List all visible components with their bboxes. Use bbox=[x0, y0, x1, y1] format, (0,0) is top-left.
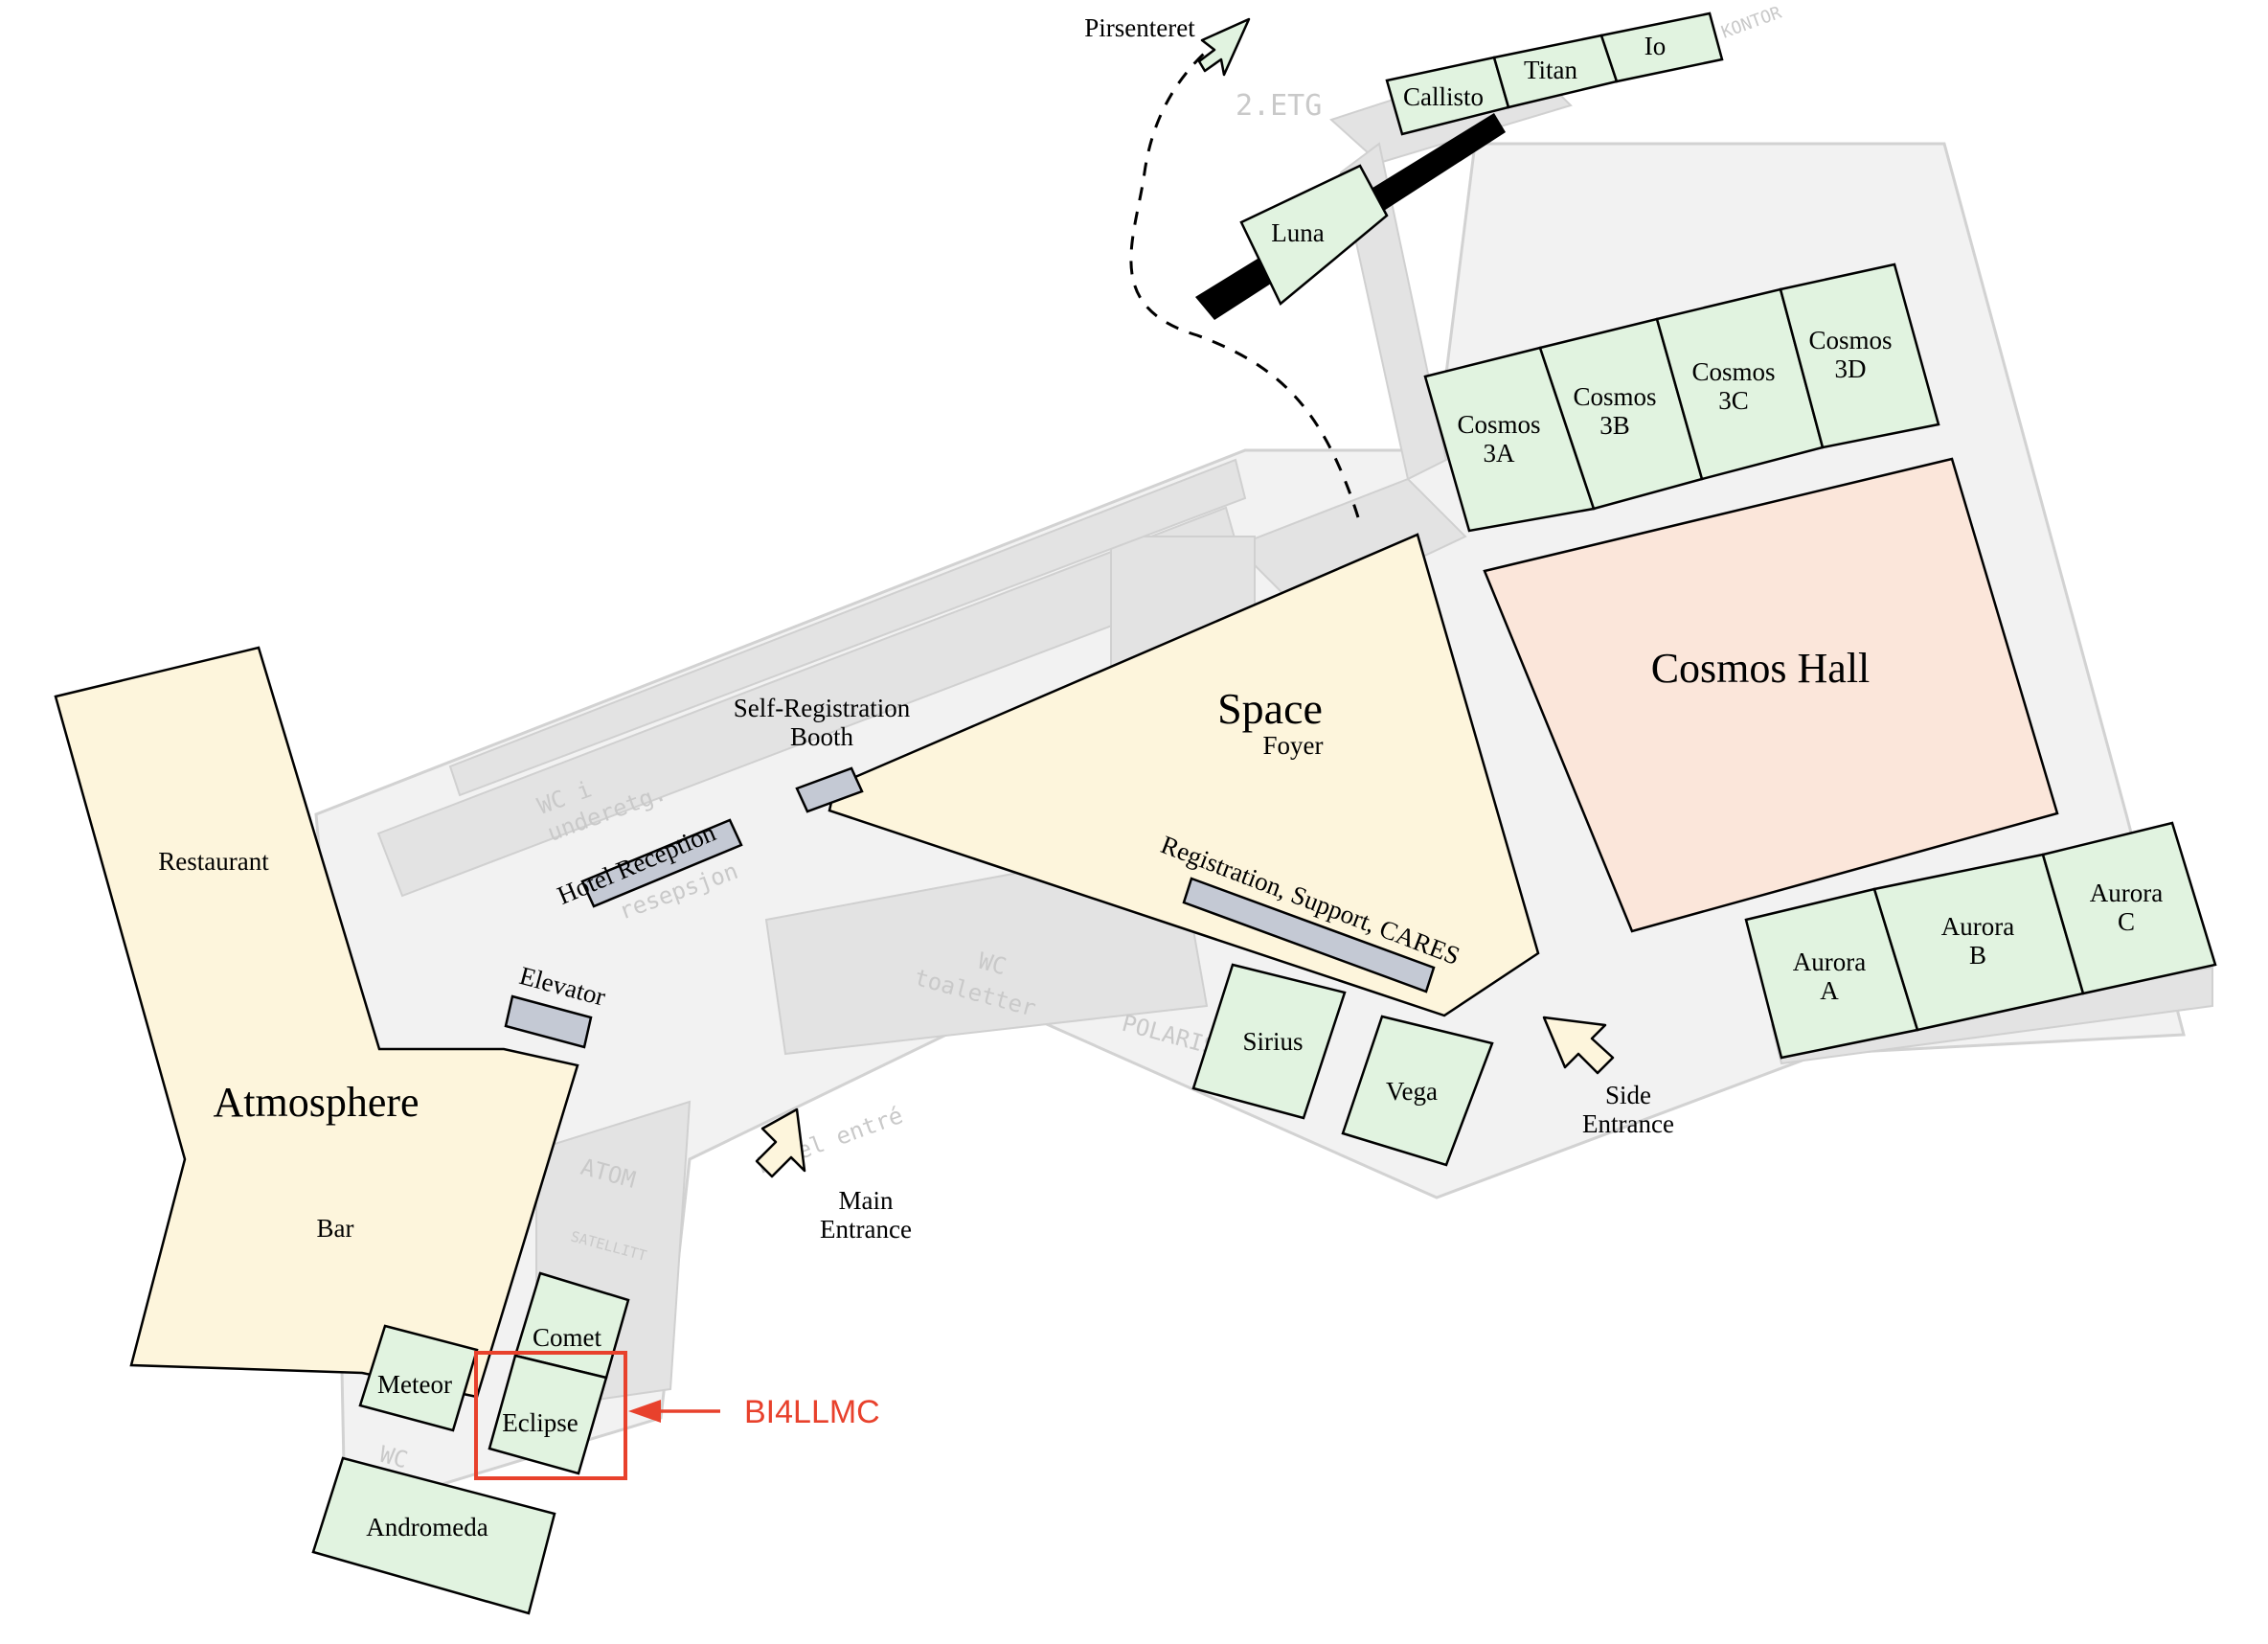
meteor-label: Meteor bbox=[377, 1370, 452, 1399]
titan-room[interactable]: Titan bbox=[1492, 34, 1619, 109]
restaurant-label: Restaurant bbox=[158, 847, 269, 876]
floor-2-label: 2.ETG bbox=[1236, 89, 1322, 123]
main-entrance-arrow bbox=[755, 1107, 806, 1178]
eclipse-highlight-box bbox=[474, 1351, 627, 1480]
cosmos-hall-label: Cosmos Hall bbox=[1651, 645, 1871, 692]
bi4llmc-annotation: BI4LLMC bbox=[474, 1351, 880, 1480]
comet-label: Comet bbox=[533, 1323, 601, 1352]
sirius-label: Sirius bbox=[1242, 1027, 1303, 1056]
space-label: Space bbox=[1217, 684, 1323, 733]
eclipse-room[interactable]: Eclipse bbox=[488, 1354, 608, 1475]
kontor-label: KONTOR bbox=[1719, 3, 1784, 43]
bar-label: Bar bbox=[317, 1214, 354, 1243]
pirsenteret-label: Pirsenteret bbox=[1084, 13, 1195, 42]
vega-room[interactable]: Vega bbox=[1341, 1015, 1494, 1167]
meteor-room[interactable]: Meteor bbox=[358, 1324, 479, 1432]
counters bbox=[504, 766, 1436, 1049]
callisto-room[interactable]: Callisto bbox=[1385, 56, 1510, 136]
andromeda-room[interactable]: Andromeda bbox=[311, 1456, 556, 1615]
luna-room[interactable]: Luna bbox=[1239, 164, 1389, 306]
registration-desk[interactable] bbox=[1182, 877, 1436, 993]
atmosphere-label: Atmosphere bbox=[213, 1079, 419, 1126]
andromeda-label: Andromeda bbox=[366, 1513, 488, 1541]
elevator[interactable] bbox=[504, 994, 593, 1049]
eclipse-label: Eclipse bbox=[502, 1408, 578, 1437]
bi4llmc-label: BI4LLMC bbox=[744, 1394, 880, 1430]
foyer-label: Foyer bbox=[1263, 731, 1324, 760]
luna-label: Luna bbox=[1271, 218, 1324, 247]
space-foyer-area[interactable]: Space Foyer bbox=[828, 533, 1540, 1017]
cosmos-hall[interactable]: Cosmos Hall bbox=[1483, 457, 2059, 933]
annotation-arrow-head bbox=[628, 1400, 661, 1423]
cosmos-3d-room[interactable] bbox=[1779, 263, 1940, 449]
io-label: Io bbox=[1644, 32, 1667, 60]
hotel-reception-desk[interactable] bbox=[580, 818, 743, 908]
vega-label: Vega bbox=[1386, 1077, 1438, 1106]
io-room[interactable]: Io bbox=[1599, 11, 1724, 83]
callisto-label: Callisto bbox=[1403, 82, 1484, 111]
pirsenteret-path bbox=[1129, 42, 1360, 518]
atmosphere-area[interactable]: Atmosphere Restaurant Bar bbox=[54, 646, 579, 1399]
side-entrance-arrow bbox=[1542, 1016, 1615, 1075]
aurora-c-room[interactable] bbox=[2041, 821, 2217, 995]
titan-label: Titan bbox=[1524, 56, 1578, 84]
sirius-room[interactable]: Sirius bbox=[1191, 963, 1347, 1120]
self-registration-booth[interactable] bbox=[795, 766, 864, 813]
pirsenteret-arrow bbox=[1197, 17, 1251, 77]
